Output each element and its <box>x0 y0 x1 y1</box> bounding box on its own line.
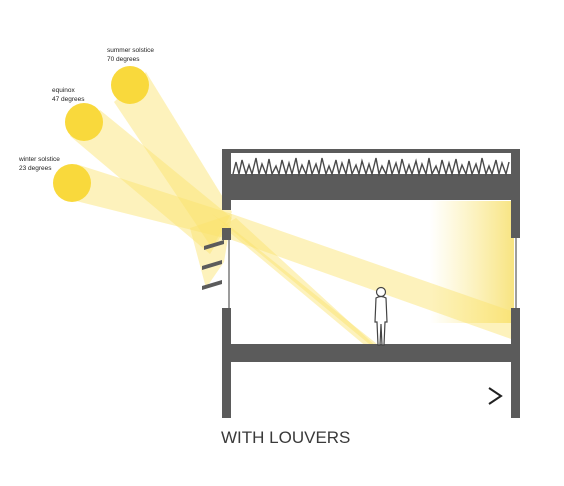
green-roof-vegetation <box>232 157 510 177</box>
equinox-label-line2: 47 degrees <box>52 96 85 103</box>
equinox-beam-reflect <box>222 218 378 348</box>
right-wall-upper <box>511 198 520 238</box>
left-wall-upper <box>222 198 231 210</box>
roof-slab <box>222 174 520 200</box>
winter-label-line2: 23 degrees <box>19 165 52 172</box>
louver-1 <box>204 240 224 250</box>
window-head <box>222 228 231 240</box>
winter-beam-interior <box>232 214 514 340</box>
floor-slab <box>222 344 520 362</box>
sun-beams <box>64 72 514 348</box>
roof-parapet-right <box>511 149 520 177</box>
winter-label-line1: winter solstice <box>18 156 60 163</box>
summer-label-line2: 70 degrees <box>107 56 140 63</box>
sun-summer-icon <box>111 66 149 104</box>
lower-beam <box>190 214 232 288</box>
summer-beam-reflect <box>212 214 382 348</box>
chevron-right-icon[interactable] <box>482 384 504 408</box>
roof-parapet-left <box>222 149 231 177</box>
winter-beam <box>64 164 232 240</box>
interior-light-wash <box>430 201 514 323</box>
person-head <box>375 286 387 298</box>
equinox-label-line1: equinox <box>52 87 76 94</box>
left-wall-lower <box>222 308 231 418</box>
person-body <box>374 295 388 346</box>
equinox-beam <box>70 110 232 254</box>
diagram-caption: WITH LOUVERS <box>221 428 350 447</box>
sun-winter-icon <box>53 164 91 202</box>
window-glass <box>228 238 517 308</box>
summer-label-line1: summer solstice <box>107 47 154 54</box>
sun-labels: summer solstice 70 degrees equinox 47 de… <box>18 47 154 172</box>
summer-beam <box>114 72 232 248</box>
building-section <box>202 149 520 418</box>
roof-top-line <box>222 149 520 153</box>
person-figure <box>374 286 388 346</box>
louver-2 <box>202 260 222 270</box>
sun-equinox-icon <box>65 103 103 141</box>
louver-3 <box>202 280 222 290</box>
suns <box>53 66 149 202</box>
right-wall-lower <box>511 308 520 418</box>
